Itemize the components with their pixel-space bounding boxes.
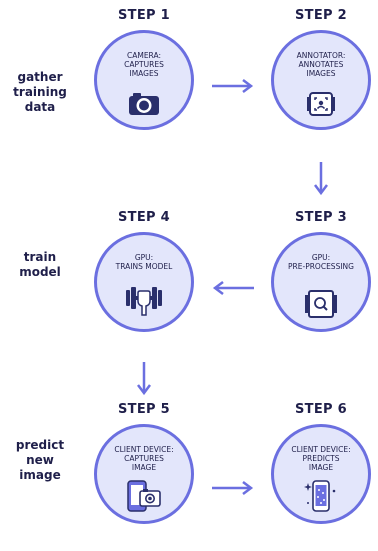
step-2-label: ANNOTATOR: ANNOTATES IMAGES — [296, 51, 346, 78]
step-1-node: CAMERA: CAPTURES IMAGES — [94, 30, 194, 130]
step-5-node: CLIENT DEVICE: CAPTURES IMAGE — [94, 424, 194, 524]
step-5-title: STEP 5 — [117, 402, 170, 417]
gpu-search-icon — [304, 287, 338, 325]
step-4-node: GPU: TRAINS MODEL — [94, 232, 194, 332]
phase-line: model — [19, 265, 61, 279]
step-3-node: GPU: PRE-PROCESSING — [271, 232, 371, 332]
phone-predict-icon — [304, 477, 338, 519]
phase-train-model: train model — [0, 250, 80, 280]
arrow-step5-to-step6 — [212, 481, 254, 495]
arrow-step3-to-step4 — [212, 281, 254, 295]
step-6-label: CLIENT DEVICE: PREDICTS IMAGE — [291, 445, 351, 472]
phase-line: predict — [15, 438, 65, 452]
step-2-node: ANNOTATOR: ANNOTATES IMAGES — [271, 30, 371, 130]
step-4-label: GPU: TRAINS MODEL — [115, 253, 173, 271]
step-3-label: GPU: PRE-PROCESSING — [288, 253, 354, 271]
step-5-label: CLIENT DEVICE: CAPTURES IMAGE — [114, 445, 174, 472]
phase-line: training — [13, 85, 67, 99]
annotate-icon — [306, 89, 336, 123]
arrow-step2-to-step3 — [314, 162, 328, 196]
step-3-title: STEP 3 — [294, 210, 347, 225]
dumbbell-icon — [123, 283, 165, 321]
step-2-title: STEP 2 — [294, 8, 347, 23]
phase-predict-new-image: predict new image — [0, 438, 80, 483]
camera-icon — [127, 91, 161, 121]
phase-gather-training-data: gather training data — [0, 70, 80, 115]
step-6-node: CLIENT DEVICE: PREDICTS IMAGE — [271, 424, 371, 524]
phase-line: gather — [17, 70, 63, 84]
step-6-title: STEP 6 — [294, 402, 347, 417]
phase-line: data — [24, 100, 56, 114]
step-4-title: STEP 4 — [117, 210, 170, 225]
arrow-step1-to-step2 — [212, 79, 254, 93]
phase-line: new — [26, 453, 54, 467]
step-1-label: CAMERA: CAPTURES IMAGES — [124, 51, 164, 78]
phone-camera-icon — [124, 479, 164, 517]
step-1-title: STEP 1 — [117, 8, 170, 23]
phase-line: train — [23, 250, 57, 264]
arrow-step4-to-step5 — [137, 362, 151, 396]
phase-line: image — [19, 468, 61, 482]
